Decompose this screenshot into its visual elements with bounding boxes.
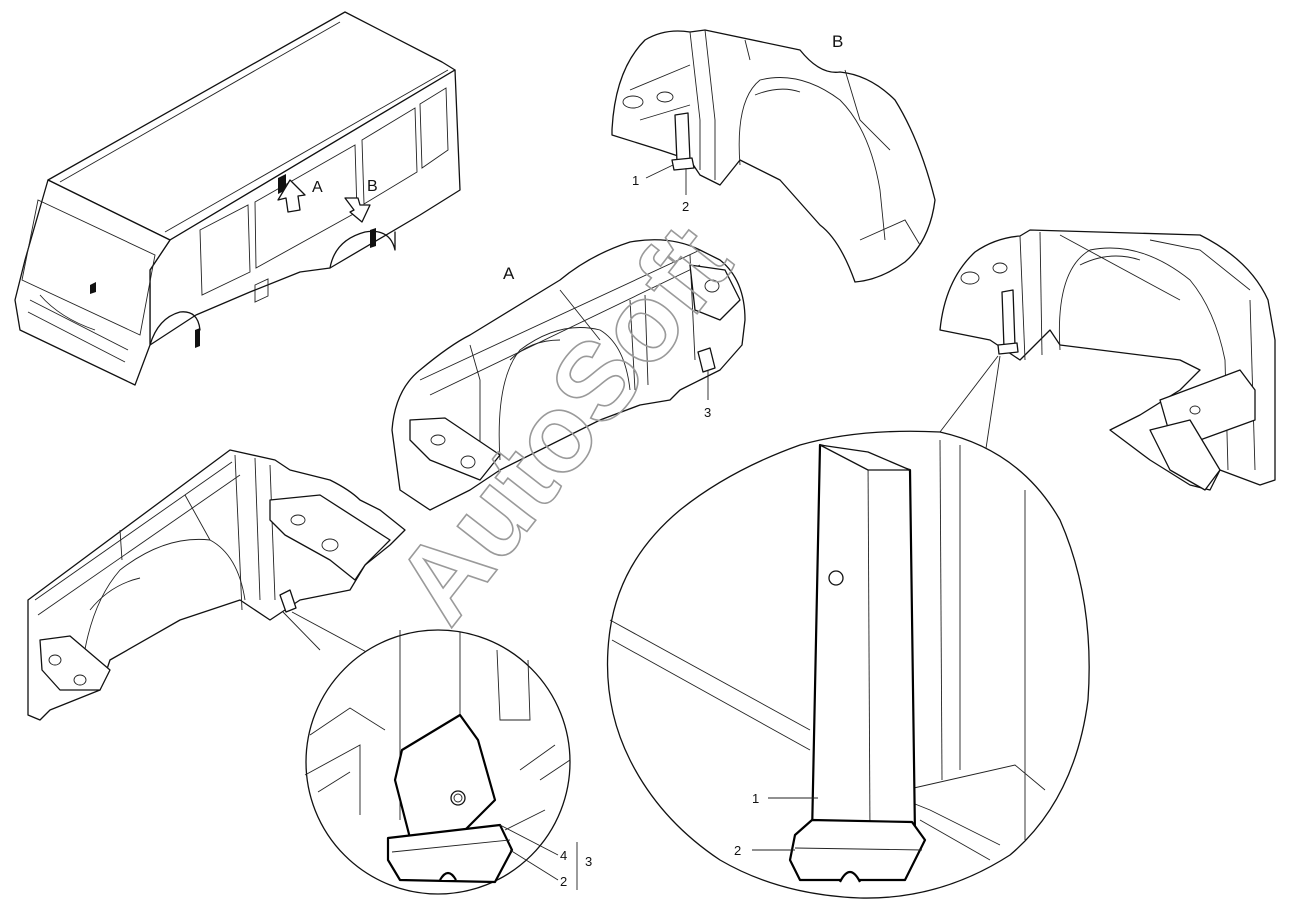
view-b-callout-1: 1 bbox=[632, 173, 639, 188]
detail-small-callout-3: 3 bbox=[585, 854, 592, 869]
overview-label-a: A bbox=[312, 179, 323, 196]
detail-small-callout-4: 4 bbox=[560, 848, 567, 863]
overview-label-b: B bbox=[367, 178, 378, 195]
view-b-callout-2: 2 bbox=[682, 199, 689, 214]
detail-circle-large: 1 2 bbox=[606, 430, 1090, 899]
view-b-frame: 1 2 B bbox=[611, 29, 936, 283]
detail-large-callout-1: 1 bbox=[752, 791, 759, 806]
lower-left-frame bbox=[27, 449, 406, 721]
view-a-title: A bbox=[503, 264, 515, 283]
detail-small-callout-2: 2 bbox=[560, 874, 567, 889]
view-a-callout-3: 3 bbox=[704, 405, 711, 420]
bus-overview: A B bbox=[14, 11, 461, 386]
view-b-title: B bbox=[832, 32, 843, 51]
view-a-frame: 3 A bbox=[391, 239, 746, 511]
detail-large-callout-2: 2 bbox=[734, 843, 741, 858]
right-frame bbox=[939, 229, 1276, 491]
detail-circle-small: 4 2 3 bbox=[304, 629, 592, 895]
